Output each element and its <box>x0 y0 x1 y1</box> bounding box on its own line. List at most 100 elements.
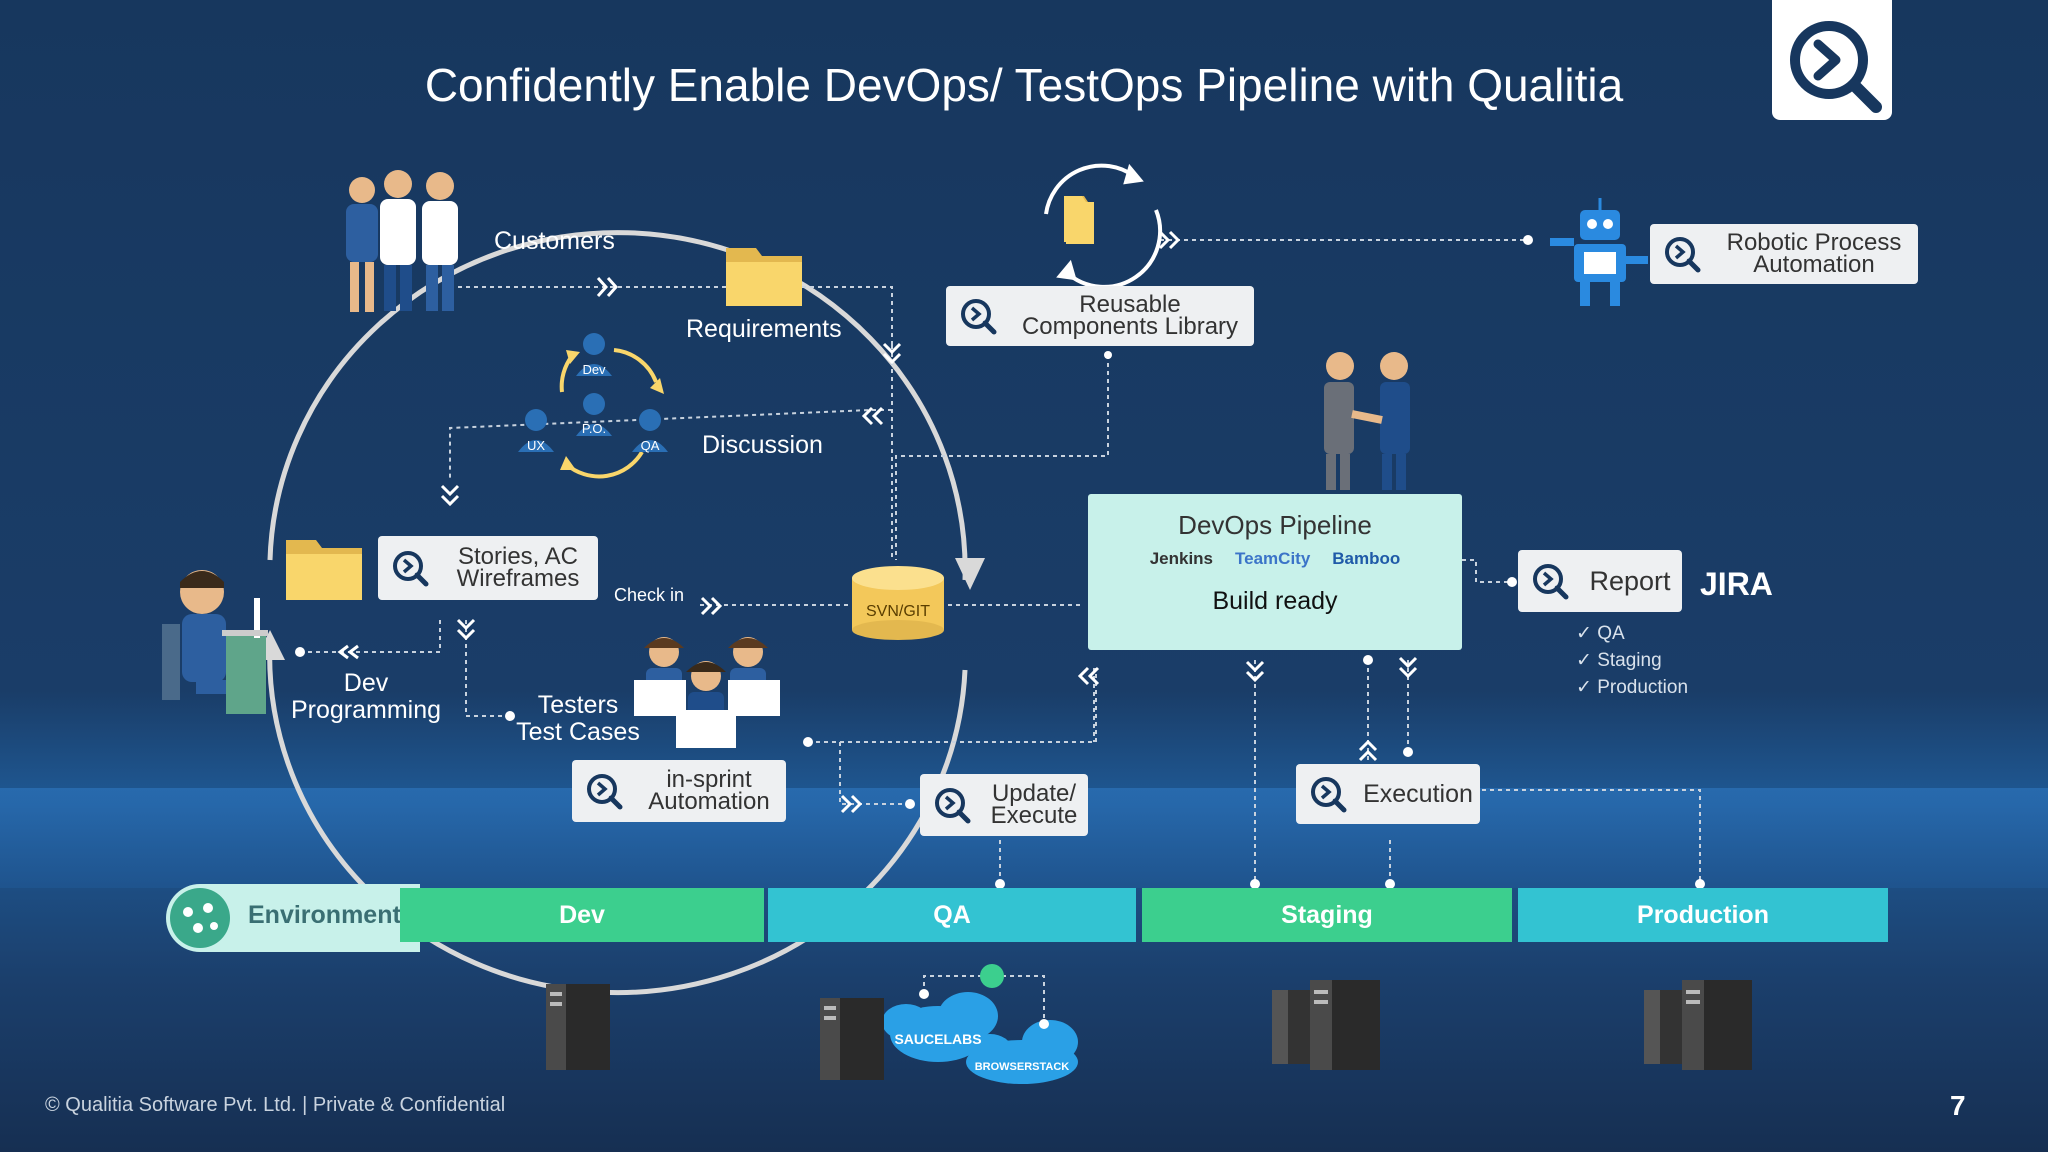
saucelabs-label: SAUCELABS <box>894 1031 981 1047</box>
jenkins-tool: Jenkins <box>1149 549 1214 568</box>
chevron-right-icon <box>596 277 619 297</box>
stories-line1: Stories, AC <box>457 543 579 570</box>
page-title: Confidently Enable DevOps/ TestOps Pipel… <box>424 59 1624 111</box>
reusable-line2: Components Library <box>1021 313 1239 340</box>
qualitia-icon <box>1533 564 1569 600</box>
qualitia-icon <box>935 788 971 824</box>
report-box: Report <box>1518 550 1682 612</box>
chevron-down-icon <box>1245 660 1265 683</box>
stage-qa: QA <box>768 888 1136 942</box>
jira-logo: JIRA <box>1700 566 1773 602</box>
qualitia-icon <box>1311 777 1347 813</box>
testers-label: Testers Test Cases <box>508 692 648 746</box>
dev-programming-label: Dev Programming <box>286 670 446 724</box>
chevron-right-icon <box>700 596 723 616</box>
stage-dev: Dev <box>400 888 764 942</box>
qualitia-icon <box>961 299 997 335</box>
check-icon: ✓ <box>1576 623 1598 644</box>
checklist-item: ✓ QA <box>1576 623 1625 644</box>
connector-dot <box>919 989 929 999</box>
update-line1: Update/ <box>991 780 1077 807</box>
execution-label: Execution <box>1363 780 1473 808</box>
chevrons <box>337 230 1418 814</box>
check-icon: ✓ <box>1576 677 1598 698</box>
folder-icon <box>726 248 802 306</box>
chevron-down-icon <box>1398 656 1418 679</box>
role-dev-label: Dev <box>582 362 606 377</box>
connector-dots <box>295 235 1705 889</box>
server-icon <box>1272 980 1380 1070</box>
qualitia-logo <box>1772 0 1892 120</box>
server-icon <box>546 984 610 1070</box>
server-icon <box>1644 980 1752 1070</box>
qualitia-icon <box>1665 237 1701 273</box>
discussion-roles-icon <box>518 333 668 479</box>
handshake-icon <box>1324 352 1410 490</box>
chevron-down-icon <box>882 342 902 365</box>
stage-production: Production <box>1518 888 1888 942</box>
page-number: 7 <box>1950 1090 1966 1121</box>
svn-label: SVN/GIT <box>866 603 930 620</box>
qualitia-icon <box>587 774 623 810</box>
refresh-icon <box>1044 163 1162 289</box>
reusable-line1: Reusable <box>1079 291 1181 318</box>
update-line2: Execute <box>990 802 1078 829</box>
customers-icon <box>346 170 458 312</box>
cloud-connectors <box>923 975 1045 1024</box>
connector-dot <box>1039 1019 1049 1029</box>
environment-icon <box>170 888 230 948</box>
requirements-label: Requirements <box>686 315 842 343</box>
browserstack-label: BROWSERSTACK <box>975 1061 1070 1073</box>
qualitia-logo-icon <box>1790 21 1882 113</box>
dev-programming-line1: Dev <box>343 669 389 697</box>
stage-staging: Staging <box>1142 888 1512 942</box>
chevron-left-icon <box>337 644 359 660</box>
discussion-label: Discussion <box>702 431 823 459</box>
robot-icon <box>1550 198 1648 306</box>
execution-box: Execution <box>1296 764 1480 824</box>
qualitia-node-icon <box>980 964 1004 988</box>
environment-label: Environment <box>248 901 401 929</box>
checklist-item: ✓ Staging <box>1576 650 1662 671</box>
chevron-left-icon <box>1077 666 1100 686</box>
in-sprint-line2: Automation <box>648 788 770 815</box>
chevron-left-icon <box>861 406 884 426</box>
check-icon: ✓ <box>1576 650 1598 671</box>
testers-line1: Testers <box>537 691 619 719</box>
role-ux-label: UX <box>527 438 545 453</box>
repository-icon <box>852 566 944 640</box>
devops-title: DevOps Pipeline <box>1178 510 1372 540</box>
check-in-label: Check in <box>614 585 685 605</box>
bamboo-tool: Bamboo <box>1332 549 1401 568</box>
server-icon <box>820 998 884 1080</box>
qualitia-icon <box>393 551 429 587</box>
chevron-up-icon <box>1358 739 1378 762</box>
customers-label: Customers <box>494 227 615 255</box>
checklist-item: ✓ Production <box>1576 677 1689 698</box>
role-po-label: P.O. <box>582 421 606 436</box>
devops-pipeline-box: DevOps Pipeline Jenkins TeamCity Bamboo … <box>1088 494 1462 650</box>
role-qa-label: QA <box>641 438 660 453</box>
devops-tools: Jenkins TeamCity Bamboo <box>1088 549 1462 569</box>
folder-icon <box>1064 196 1094 244</box>
teamcity-tool: TeamCity <box>1235 549 1311 568</box>
cloud-icon <box>882 992 998 1062</box>
rpa-line1: Robotic Process <box>1726 229 1902 256</box>
testers-icon <box>634 637 780 748</box>
cycle-arrow-right <box>955 558 985 590</box>
chevron-right-icon <box>840 794 863 814</box>
developer-icon <box>162 570 268 714</box>
report-checklist: ✓ QA ✓ Staging ✓ Production <box>1576 620 1688 701</box>
folder-icon <box>286 540 362 600</box>
testers-line2: Test Cases <box>516 718 640 746</box>
rpa-line2: Automation <box>1753 251 1875 278</box>
report-label: Report <box>1589 566 1671 596</box>
cloud-icon <box>966 1020 1078 1084</box>
stories-line2: Wireframes <box>456 565 580 592</box>
